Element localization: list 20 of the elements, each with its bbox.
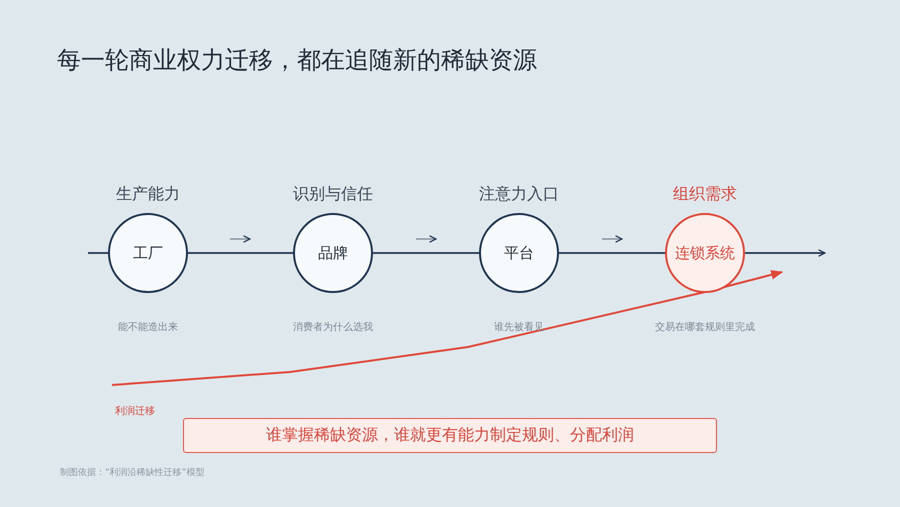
stage-heading: 识别与信任	[292, 184, 374, 205]
stage-heading: 生产能力	[115, 184, 181, 205]
stage-circle: 连锁系统	[665, 213, 745, 293]
conclusion-box: 谁掌握稀缺资源，谁就更有能力制定规则、分配利润	[183, 418, 717, 453]
trend-label: 利润迁移	[115, 404, 155, 418]
stage-caption: 消费者为什么选我	[292, 320, 374, 334]
stage-heading: 组织需求	[672, 184, 738, 205]
stage-circle: 品牌	[293, 213, 373, 293]
stage-circle: 工厂	[108, 213, 188, 293]
title-text: 每一轮商业权力迁移，都在追随新的稀缺资源	[57, 45, 537, 76]
source-note: 制图依据：“利润沿稀缺性迁移”模型	[60, 466, 204, 479]
stage-heading: 注意力入口	[478, 184, 560, 205]
timeline-line	[745, 249, 826, 257]
timeline-line	[373, 252, 479, 254]
stage-circle: 平台	[479, 213, 559, 293]
timeline-line	[88, 252, 108, 254]
stage-caption: 能不能造出来	[117, 320, 179, 334]
timeline-line	[188, 252, 293, 254]
timeline-line	[559, 252, 665, 254]
stage-caption: 交易在哪套规则里完成	[654, 320, 756, 334]
